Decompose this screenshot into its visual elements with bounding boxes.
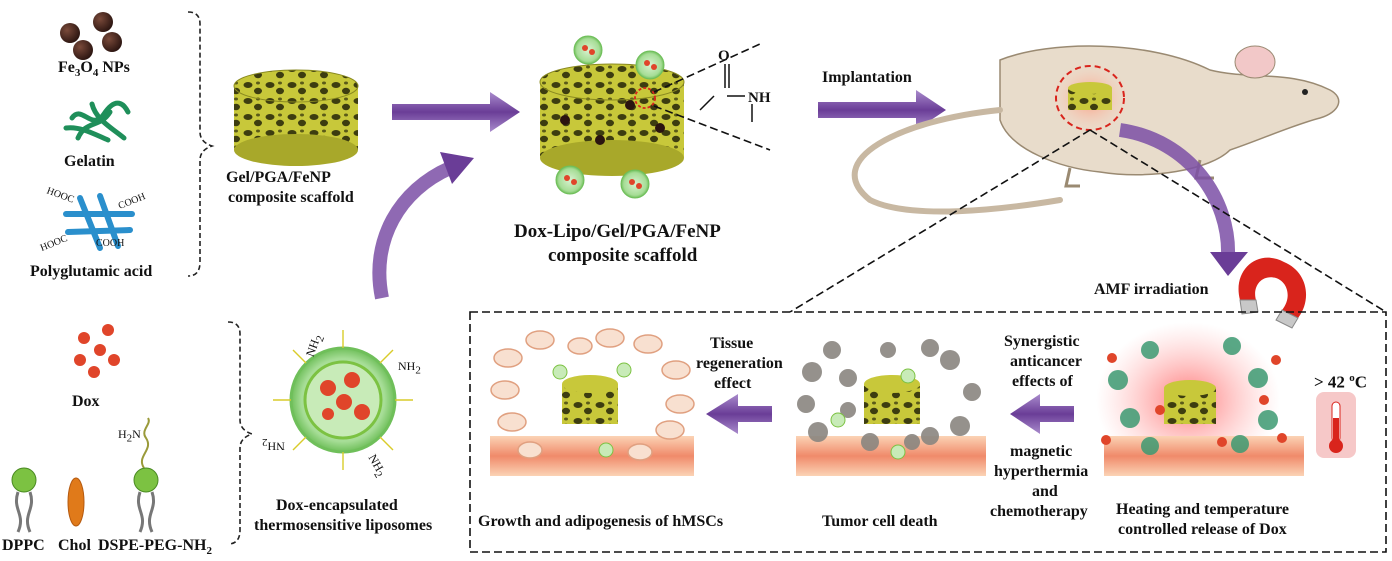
label-gelatin: Gelatin [64,153,115,170]
label-scaffold-1-line1: Gel/PGA/FeNP [226,169,331,186]
tumor-death-panel [796,339,986,476]
label-tissue-line3: effect [714,375,752,392]
scaffold-2-icon [539,63,685,176]
dspe-peg-nh2-icon [133,417,159,533]
bracket-liposome [227,321,255,545]
zoom-box [469,311,1387,553]
label-dspe: DSPE-PEG-NH2 [98,537,212,558]
label-synergy-line3: effects of [1012,373,1073,390]
heating-panel [1096,322,1304,478]
label-synergy-line2: anticancer [1010,353,1082,370]
label-cooh-2: COOH [96,238,125,249]
label-scaffold-1-line2: composite scaffold [228,189,354,206]
label-bond-oxygen: O [718,48,730,64]
growth-panel [490,328,695,476]
label-scaffold-2-line1: Dox-Lipo/Gel/PGA/FeNP [514,221,721,242]
label-nh2-left: NH2 [262,436,285,454]
arrow-mouse-to-amf [1118,123,1236,257]
scaffold-1-icon [233,69,359,166]
polyglutamic-acid-icon [63,193,135,251]
label-temperature: > 42 oC [1314,372,1367,392]
label-h2n: H2N [118,427,141,445]
label-synergy-line6: and [1032,483,1058,500]
dppc-icon [11,467,37,533]
label-synergy-line5: hyperthermia [994,463,1089,480]
bracket-materials [187,11,215,277]
label-synergy-line4: magnetic [1010,443,1073,460]
gelatin-icon [63,100,131,143]
label-synergy-line7: chemotherapy [990,503,1088,520]
magnet-icon [1238,257,1307,329]
amide-bond-icon [699,64,753,122]
label-heating-line1: Heating and temperature [1116,501,1290,518]
label-pga: Polyglutamic acid [30,263,153,280]
arrow-implantation [818,90,946,130]
mouse-icon [851,45,1340,215]
attached-liposomes [555,35,665,199]
fe3o4-nanoparticles-icon [60,12,122,60]
label-tumor-death: Tumor cell death [822,513,938,530]
arrow-to-scaffold-2 [392,92,520,132]
label-synergy-line1: Synergistic [1004,333,1080,350]
dox-molecules-icon [74,324,120,378]
arrow-death-to-growth [706,394,772,434]
label-implantation: Implantation [822,69,912,86]
arrow-liposome-to-scaffold [372,161,453,300]
arrow-heating-to-death [1010,394,1074,434]
label-nh2-right: NH2 [398,359,421,377]
thermometer-icon [1316,392,1356,458]
label-dppc: DPPC [2,537,45,554]
label-scaffold-2-line2: composite scaffold [548,245,698,266]
label-growth: Growth and adipogenesis of hMSCs [478,513,724,530]
label-bond-nh: NH [748,90,771,106]
label-amf: AMF irradiation [1094,281,1209,298]
liposome-icon [273,330,413,470]
label-dox: Dox [72,393,100,410]
label-liposome-line2: thermosensitive liposomes [254,517,433,534]
label-tissue-line2: regeneration [696,355,783,372]
chol-icon [67,477,85,527]
label-heating-line2: controlled release of Dox [1118,521,1287,538]
label-fe3o4: Fe3O4 NPs [58,59,130,80]
label-liposome-line1: Dox-encapsulated [276,497,398,514]
label-tissue-line1: Tissue [710,335,754,352]
label-chol: Chol [58,537,91,554]
